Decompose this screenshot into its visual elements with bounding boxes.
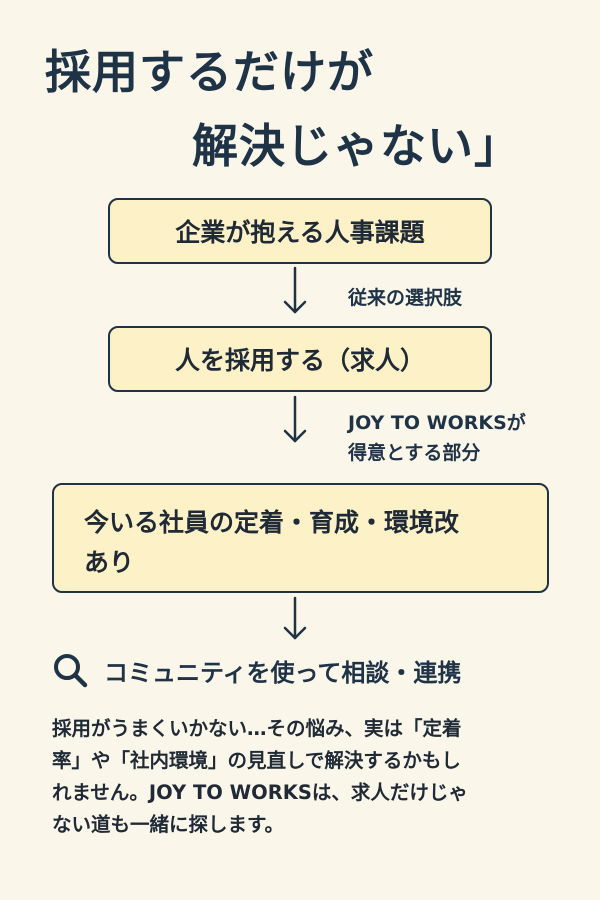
down-arrow-icon: [283, 266, 307, 314]
flow-box-hiring-label: 人を採用する（求人）: [174, 346, 425, 375]
search-icon: [54, 654, 88, 688]
page-title-line-2: 解決じゃない」: [192, 119, 521, 173]
flow-box-hiring: 人を採用する（求人）: [108, 326, 492, 392]
down-arrow-icon: [283, 596, 307, 640]
page-title-line-1: 採用するだけが: [45, 45, 374, 99]
community-heading: コミュニティを使って相談・連携: [50, 650, 461, 690]
body-text-line-2: 率」や「社内環境」の見直しで解決するかもし: [52, 749, 461, 772]
flow-label-specialty-line-1: JOY TO WORKSが: [348, 412, 526, 434]
flow-label-conventional: 従来の選択肢: [348, 287, 463, 309]
body-text-line-1: 採用がうまくいかない…その悩み、実は「定着: [52, 717, 462, 740]
flow-box-hr-issues-label: 企業が抱える人事課題: [175, 218, 425, 247]
flow-box-retention: 今いる社員の定着・育成・環境改 あり: [52, 483, 549, 593]
down-arrow-icon: [283, 395, 307, 443]
body-text-line-3: れません。JOY TO WORKSは、求人だけじゃ: [52, 781, 468, 804]
flow-label-specialty-line-2: 得意とする部分: [348, 442, 481, 464]
flow-box-retention-line-2: あり: [84, 548, 135, 577]
community-heading-text: コミュニティを使って相談・連携: [104, 658, 462, 687]
flow-box-retention-line-1: 今いる社員の定着・育成・環境改: [84, 508, 460, 537]
flow-box-hr-issues: 企業が抱える人事課題: [108, 198, 492, 264]
body-text-line-4: ない道も一緒に探します。: [52, 813, 285, 836]
